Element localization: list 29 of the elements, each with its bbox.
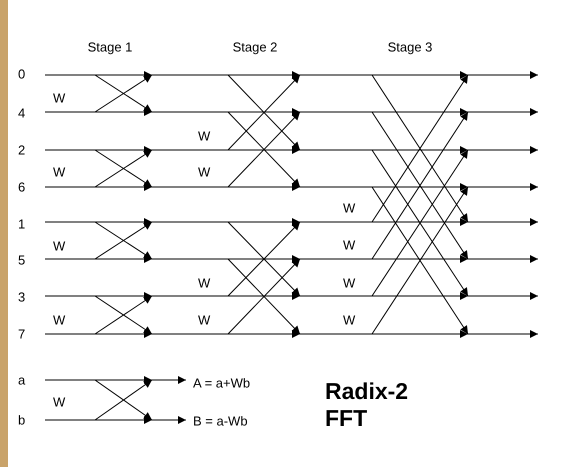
input-index: 3 — [18, 290, 26, 304]
input-index: 4 — [18, 106, 26, 120]
input-index: 1 — [18, 216, 26, 232]
input-index: 2 — [18, 142, 26, 158]
input-index: 5 — [18, 252, 26, 268]
input-name: a — [18, 372, 26, 388]
stage-heading: Stage 1 — [88, 40, 132, 54]
twiddle-factor: W — [343, 200, 356, 216]
twiddle-factor: W — [53, 164, 66, 180]
output-formula: B = a-Wb — [193, 414, 248, 428]
twiddle-factor: W — [53, 90, 66, 106]
stage-heading: Stage 3 — [388, 40, 432, 54]
twiddle-factor: W — [53, 394, 66, 410]
twiddle-factor: W — [53, 312, 66, 328]
input-name: b — [18, 412, 26, 428]
twiddle-factor: W — [198, 276, 210, 290]
title: Radix-2 FFT — [325, 378, 410, 432]
twiddle-factor: W — [198, 128, 210, 144]
twiddle-factor: W — [198, 312, 210, 328]
input-index: 6 — [18, 180, 26, 194]
input-index: 0 — [18, 66, 26, 82]
twiddle-factor: W — [53, 238, 66, 254]
twiddle-factor: W — [343, 238, 356, 252]
output-formula: A = a+Wb — [193, 376, 250, 390]
stage-heading: Stage 2 — [232, 40, 278, 54]
input-index: 7 — [18, 326, 26, 342]
twiddle-factor: W — [343, 276, 356, 290]
twiddle-factor: W — [343, 312, 356, 328]
twiddle-factor: W — [198, 164, 210, 180]
